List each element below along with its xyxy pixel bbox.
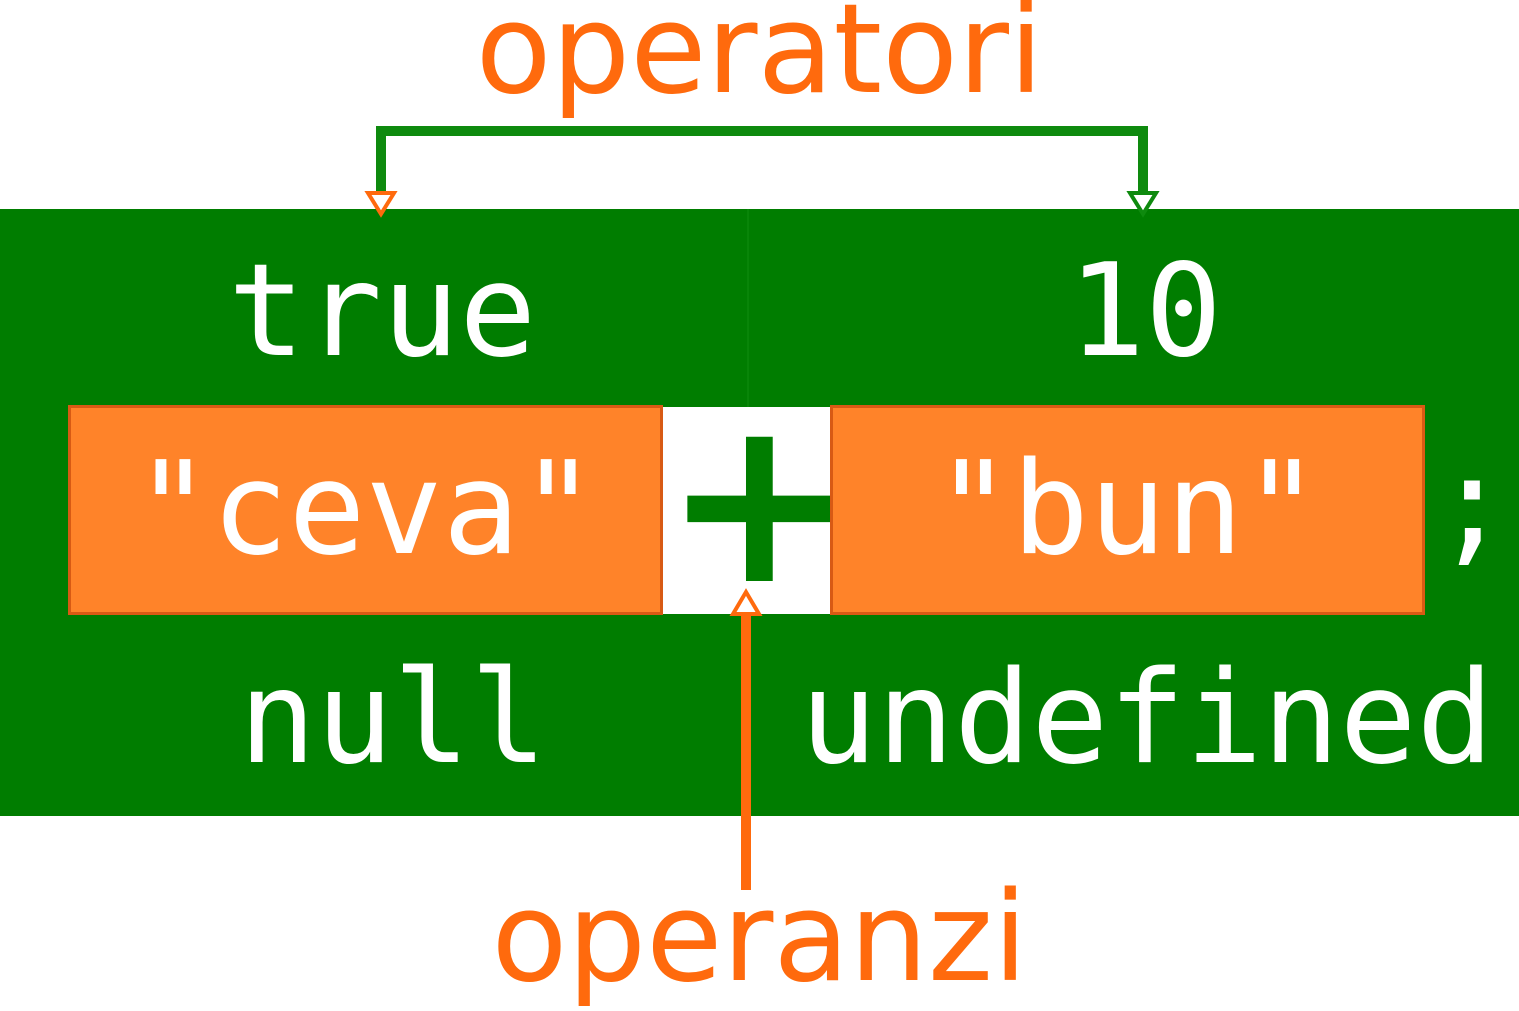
operators-arrow-right [1126,191,1160,218]
statement-terminator: ; [1433,429,1511,578]
operand-box-bun: "bun" [830,405,1425,615]
operand-undefined: undefined [800,644,1494,793]
operator-box [663,407,830,614]
operands-pointer-head [729,588,763,616]
operator-plus: + [663,369,856,636]
operands-label: operanzi [491,866,1028,1010]
operators-bracket [376,126,1148,196]
operand-null: null [238,644,548,793]
operand-true: true [228,237,537,386]
operators-arrow-left [364,191,398,218]
operand-box-ceva: "ceva" [68,405,663,615]
column-divider [747,209,749,409]
operators-label: operatori [475,0,1044,122]
operand-ten: 10 [1067,237,1223,386]
